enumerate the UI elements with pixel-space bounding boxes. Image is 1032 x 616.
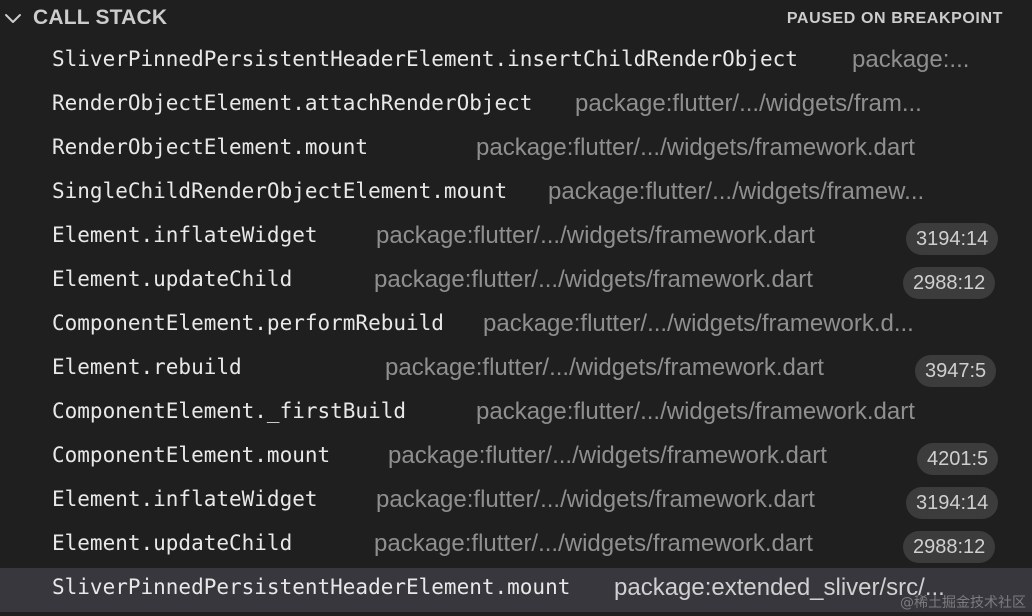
frame-source: package:flutter/.../widgets/framework.da… bbox=[376, 222, 815, 249]
line-column-badge: 3194:14 bbox=[906, 223, 999, 255]
stack-frame[interactable]: SliverPinnedPersistentHeaderElement.inse… bbox=[0, 40, 1032, 84]
frame-source: package:flutter/.../widgets/framework.da… bbox=[374, 266, 813, 293]
stack-frame[interactable]: ComponentElement._firstBuild package:flu… bbox=[0, 392, 1032, 436]
stack-frame[interactable]: RenderObjectElement.attachRenderObject p… bbox=[0, 84, 1032, 128]
frame-source: package:... bbox=[852, 46, 970, 73]
line-column-badge: 3947:5 bbox=[915, 355, 997, 387]
frame-source: package:flutter/.../widgets/framew... bbox=[548, 178, 925, 205]
frame-function: SliverPinnedPersistentHeaderElement.moun… bbox=[52, 575, 571, 599]
stack-frame[interactable]: Element.inflateWidget package:flutter/..… bbox=[0, 216, 1032, 260]
frame-source: package:flutter/.../widgets/framework.da… bbox=[385, 354, 824, 381]
stack-frame-selected[interactable]: SliverPinnedPersistentHeaderElement.moun… bbox=[0, 568, 1032, 612]
call-stack-header[interactable]: CALL STACK PAUSED ON BREAKPOINT bbox=[0, 0, 1032, 38]
frame-source: package:flutter/.../widgets/framework.da… bbox=[476, 134, 915, 161]
frame-function: ComponentElement.mount bbox=[52, 443, 331, 467]
paused-status: PAUSED ON BREAKPOINT bbox=[786, 10, 1003, 27]
frame-source: package:flutter/.../widgets/framework.da… bbox=[374, 530, 813, 557]
frame-function: Element.updateChild bbox=[52, 531, 293, 555]
stack-frame[interactable]: Element.rebuild package:flutter/.../widg… bbox=[0, 348, 1032, 392]
stack-frame[interactable]: RenderObjectElement.mount package:flutte… bbox=[0, 128, 1032, 172]
frame-source: package:flutter/.../widgets/framework.d.… bbox=[483, 310, 914, 337]
stack-frame[interactable]: Element.inflateWidget package:flutter/..… bbox=[0, 480, 1032, 524]
frame-function: Element.updateChild bbox=[52, 267, 293, 291]
line-column-badge: 2988:12 bbox=[903, 267, 996, 299]
watermark: @稀土掘金技术社区 bbox=[900, 595, 1026, 611]
frame-function: ComponentElement.performRebuild bbox=[52, 311, 444, 335]
frame-function: Element.inflateWidget bbox=[52, 487, 318, 511]
line-column-badge: 2988:12 bbox=[903, 531, 996, 563]
frame-function: RenderObjectElement.mount bbox=[52, 135, 369, 159]
stack-frame[interactable]: ComponentElement.mount package:flutter/.… bbox=[0, 436, 1032, 480]
line-column-badge: 3194:14 bbox=[906, 487, 999, 519]
frame-source: package:flutter/.../widgets/fram... bbox=[575, 90, 922, 117]
frame-function: ComponentElement._firstBuild bbox=[52, 399, 407, 423]
stack-frame[interactable]: Element.updateChild package:flutter/.../… bbox=[0, 260, 1032, 304]
frame-function: RenderObjectElement.attachRenderObject bbox=[52, 91, 533, 115]
chevron-down-icon[interactable] bbox=[2, 8, 24, 30]
frame-function: Element.rebuild bbox=[52, 355, 242, 379]
panel-title: CALL STACK bbox=[33, 6, 168, 29]
frame-function: SliverPinnedPersistentHeaderElement.inse… bbox=[52, 47, 798, 71]
frame-source: package:flutter/.../widgets/framework.da… bbox=[388, 442, 827, 469]
frame-source: package:flutter/.../widgets/framework.da… bbox=[476, 398, 915, 425]
stack-frame[interactable]: ComponentElement.performRebuild package:… bbox=[0, 304, 1032, 348]
frame-function: Element.inflateWidget bbox=[52, 223, 318, 247]
frame-function: SingleChildRenderObjectElement.mount bbox=[52, 179, 508, 203]
stack-frame[interactable]: Element.updateChild package:flutter/.../… bbox=[0, 524, 1032, 568]
line-column-badge: 4201:5 bbox=[917, 443, 999, 475]
frame-source: package:flutter/.../widgets/framework.da… bbox=[376, 486, 815, 513]
stack-frame[interactable]: SingleChildRenderObjectElement.mount pac… bbox=[0, 172, 1032, 216]
